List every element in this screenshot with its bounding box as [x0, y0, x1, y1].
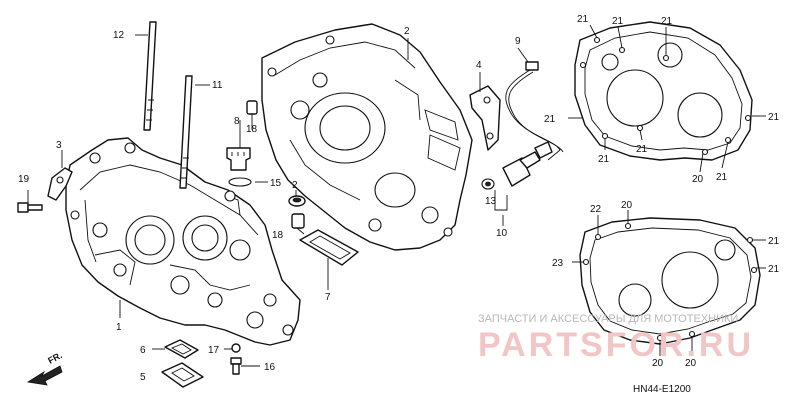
dowel-18-top	[246, 100, 258, 115]
callout-2-upper: 2	[404, 26, 410, 37]
plate-7	[299, 229, 359, 266]
callout-21-i: 21	[768, 264, 780, 275]
callout-6: 6	[140, 345, 146, 356]
callout-3: 3	[56, 140, 62, 151]
oil-cap-8	[226, 147, 251, 171]
callout-7: 7	[325, 292, 331, 303]
switch-10	[502, 151, 541, 187]
left-crankcase	[65, 137, 301, 346]
callout-21-h: 21	[768, 236, 780, 247]
callout-18-top: 18	[246, 124, 258, 135]
callout-22: 22	[590, 204, 602, 215]
callout-23: 23	[552, 258, 564, 269]
callout-labels: 12 11 3 19 8 18 15 2 18 7 1 6 5 17 16 2 …	[18, 14, 780, 383]
front-marker-label: FR.	[46, 350, 63, 366]
connector-sensor	[534, 141, 553, 159]
callout-2-lower: 2	[292, 180, 298, 191]
watermark: ЗАПЧАСТИ И АКСЕССУАРЫ ДЛЯ МОТОТЕХНИКИ PA…	[478, 313, 754, 364]
oil-seal-2	[288, 195, 306, 207]
callout-8: 8	[234, 116, 240, 127]
callout-21-g: 21	[716, 172, 728, 183]
callout-1: 1	[116, 322, 122, 333]
callout-21-d: 21	[768, 112, 780, 123]
watermark-logo: PARTSFOR.RU	[478, 326, 754, 364]
callout-20-c: 20	[652, 358, 664, 369]
washer-13	[481, 178, 495, 190]
o-ring-15	[228, 177, 252, 187]
callout-20-d: 20	[685, 358, 697, 369]
callout-19: 19	[18, 174, 30, 185]
cover-5	[161, 362, 204, 388]
callout-18-bottom: 18	[272, 230, 284, 241]
diagram-code: HN44-E1200	[633, 384, 691, 395]
stud-bolt-11	[179, 75, 193, 189]
callout-15: 15	[270, 178, 282, 189]
watermark-text: ЗАПЧАСТИ И АКСЕССУАРЫ ДЛЯ МОТОТЕХНИКИ	[478, 313, 738, 325]
front-arrow: FR.	[26, 350, 64, 386]
right-crankcase	[261, 23, 473, 251]
callout-10: 10	[496, 228, 508, 239]
callout-16: 16	[264, 362, 276, 373]
callout-11: 11	[212, 80, 223, 91]
plug-17	[231, 343, 241, 353]
callout-17: 17	[208, 345, 220, 356]
callout-12: 12	[113, 30, 125, 41]
callout-21-b: 21	[612, 16, 624, 27]
callout-21-f: 21	[636, 144, 648, 155]
switch-wire-9	[505, 61, 564, 161]
callout-9: 9	[515, 36, 521, 47]
bracket-3	[47, 167, 73, 201]
gasket-upper	[574, 21, 753, 161]
callout-21-c: 21	[661, 16, 673, 27]
callout-21-a: 21	[577, 14, 589, 25]
sensor-bracket-4	[469, 85, 501, 151]
leader-lines	[27, 24, 766, 367]
callout-20-upper: 20	[692, 174, 704, 185]
bolt-16	[230, 357, 242, 375]
stud-bolt-12	[143, 21, 157, 131]
callout-13: 13	[485, 196, 497, 207]
callout-4: 4	[476, 60, 482, 71]
gasket-lower	[579, 217, 761, 345]
callout-5: 5	[140, 372, 146, 383]
callout-21-e: 21	[598, 154, 610, 165]
bolt-19	[17, 202, 43, 213]
gasket-6	[164, 339, 199, 359]
dowel-18-bottom	[291, 213, 305, 229]
callout-21-sensor: 21	[544, 114, 556, 125]
callout-20-b: 20	[621, 200, 633, 211]
